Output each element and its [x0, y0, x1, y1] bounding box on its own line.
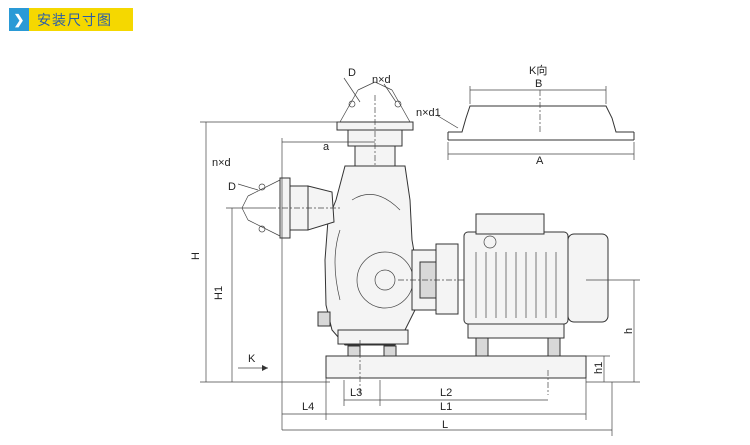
suction-inlet	[237, 177, 340, 239]
label-L1: L1	[440, 401, 452, 413]
label-L2: L2	[440, 387, 452, 399]
k-view-foot	[437, 86, 635, 160]
label-H: H	[190, 252, 202, 260]
label-A: A	[536, 155, 544, 167]
label-L4: L4	[302, 401, 314, 413]
label-nxd1: n×d1	[416, 107, 441, 119]
label-K-arrow: K	[248, 353, 256, 365]
label-nxd-left: n×d	[212, 157, 231, 169]
section-header: ❯ 安装尺寸图	[9, 8, 133, 31]
label-B: B	[535, 78, 542, 90]
label-a: a	[323, 141, 330, 153]
dimension-lines	[200, 121, 640, 436]
label-D-top: D	[348, 67, 356, 79]
label-K-view: K向	[529, 63, 547, 77]
label-nxd-top: n×d	[372, 74, 391, 86]
label-L3: L3	[350, 387, 362, 399]
motor	[463, 213, 609, 339]
label-H1: H1	[213, 286, 225, 300]
base-plate	[325, 337, 587, 395]
section-title: 安装尺寸图	[37, 12, 112, 29]
chevron-right-icon: ❯	[9, 8, 29, 31]
discharge-flange	[336, 77, 414, 175]
label-h1: h1	[593, 362, 605, 374]
label-D-left: D	[228, 181, 236, 193]
label-L: L	[442, 419, 448, 431]
label-h: h	[623, 328, 635, 334]
bearing-frame	[398, 243, 470, 315]
pump-casing	[317, 165, 419, 346]
